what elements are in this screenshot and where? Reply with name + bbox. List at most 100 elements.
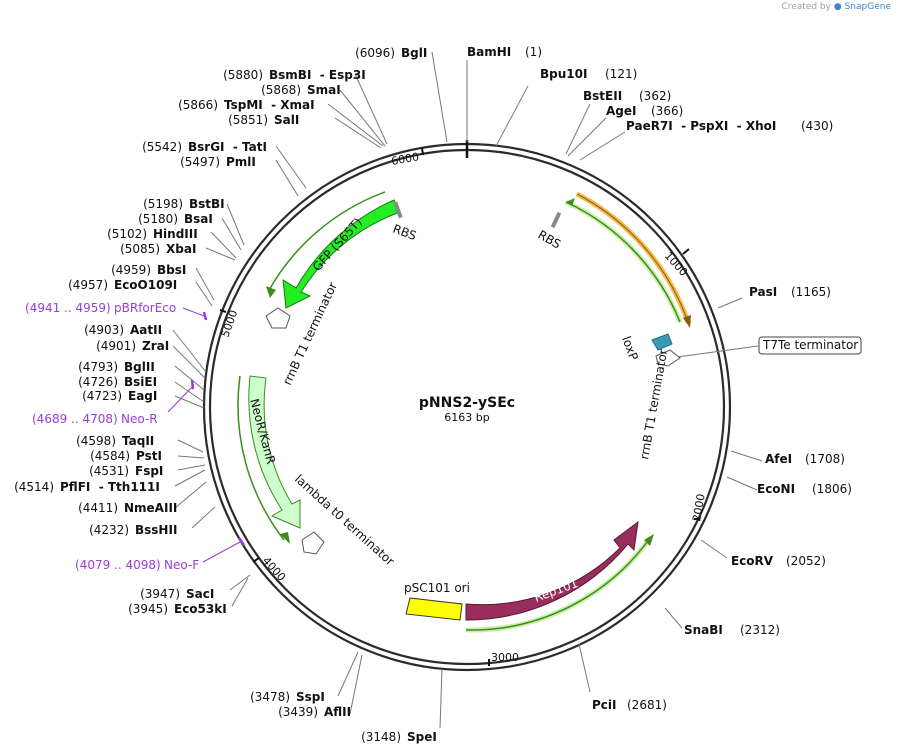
site-position: (5198) <box>143 197 183 211</box>
site-position: (6096) <box>355 46 395 60</box>
site-pflfi[interactable]: (4514) PflFI - Tth111I <box>14 480 160 494</box>
site-ecoo109i[interactable]: (4957) EcoO109I <box>68 278 177 292</box>
site-position: (430) <box>801 119 833 133</box>
site-agei[interactable]: AgeI (366) <box>606 104 683 118</box>
tick-label-6000: 6000 <box>390 150 420 168</box>
site-eco53ki[interactable]: (3945) Eco53kI <box>128 602 227 616</box>
site-name: AfeI <box>765 452 792 466</box>
site-name: AgeI <box>606 104 636 118</box>
site-bsmbi[interactable]: (5880) BsmBI - Esp3I <box>223 68 366 82</box>
site-nmeaiii[interactable]: (4411) NmeAIII <box>78 501 177 515</box>
site-name: BstBI <box>189 197 225 211</box>
site-name: SnaBI <box>684 623 723 637</box>
site-bsteii[interactable]: BstEII (362) <box>583 89 671 103</box>
feature-orange-arc[interactable] <box>575 191 691 328</box>
primer-neo-f[interactable]: (4079 .. 4098) Neo-F <box>75 537 246 572</box>
site-bpu10i[interactable]: Bpu10I (121) <box>540 67 637 81</box>
site-name: AflII <box>324 705 351 719</box>
site-bamhi[interactable]: BamHI (1) <box>467 45 542 59</box>
plasmid-size: 6163 bp <box>444 411 489 424</box>
site-xbai[interactable]: (5085) XbaI <box>120 242 196 256</box>
site-bgli[interactable]: (6096) BglI <box>355 46 427 60</box>
credit-brand: SnapGene <box>844 2 891 12</box>
site-econi[interactable]: EcoNI (1806) <box>757 482 852 496</box>
tick-label-3000: 3000 <box>491 651 519 664</box>
primer-pbrforeco[interactable]: (4941 .. 4959) pBRforEco <box>25 301 208 321</box>
site-name: HindIII <box>153 227 198 241</box>
site-hindiii[interactable]: (5102) HindIII <box>107 227 198 241</box>
tick-6000: 6000 <box>390 147 424 168</box>
feature-rep101[interactable]: Rep101 <box>465 520 639 621</box>
feature-t7te-terminator[interactable]: T7Te terminator <box>669 336 862 359</box>
site-saci[interactable]: (3947) SacI <box>140 587 214 601</box>
gfp-outline-arrowhead <box>266 286 276 298</box>
site-aatii[interactable]: (4903) AatII <box>84 323 162 337</box>
site-position: (4723) <box>82 389 122 403</box>
site-snabi[interactable]: SnaBI (2312) <box>684 623 780 637</box>
site-name: BsmBI - Esp3I <box>269 68 366 82</box>
lambda-label: lambda t0 terminator <box>292 472 397 569</box>
site-bsrgi[interactable]: (5542) BsrGI - TatI <box>142 140 267 154</box>
site-name: PmlI <box>226 155 256 169</box>
site-name: SspI <box>296 690 325 704</box>
site-position: (3478) <box>250 690 290 704</box>
site-name: AatII <box>130 323 162 337</box>
site-position: (3947) <box>140 587 180 601</box>
site-position: (4793) <box>78 360 118 374</box>
site-pasi[interactable]: PasI (1165) <box>749 285 831 299</box>
site-position: (5868) <box>261 83 301 97</box>
feature-right-green-arc[interactable] <box>564 198 683 323</box>
site-name: ZraI <box>142 339 169 353</box>
feature-lambda-terminator[interactable]: lambda t0 terminator <box>292 472 397 569</box>
term-right-label: rrnB T1 terminator <box>637 348 670 460</box>
site-sspi[interactable]: (3478) SspI <box>250 690 325 704</box>
site-position: (4411) <box>78 501 118 515</box>
site-sali[interactable]: (5851) SalI <box>228 113 299 127</box>
site-position: (3439) <box>278 705 318 719</box>
site-bglii[interactable]: (4793) BglII <box>78 360 155 374</box>
feature-psc101-ori[interactable]: pSC101 ori <box>404 581 470 621</box>
site-position: (4584) <box>90 449 130 463</box>
site-paer7i[interactable]: PaeR7I - PspXI - XhoI (430) <box>626 119 833 133</box>
site-bsai[interactable]: (5180) BsaI <box>138 212 213 226</box>
site-pcii[interactable]: PciI (2681) <box>592 698 667 712</box>
feature-terminator-right[interactable]: rrnB T1 terminator <box>637 348 681 461</box>
site-position: (3148) <box>361 730 401 744</box>
site-name: Bpu10I <box>540 67 587 81</box>
site-bsiei[interactable]: (4726) BsiEI <box>78 375 157 389</box>
site-position: (1) <box>525 45 542 59</box>
site-smai[interactable]: (5868) SmaI <box>261 83 341 97</box>
primer-neo-r[interactable]: (4689 .. 4708) Neo-R <box>32 379 195 426</box>
site-zrai[interactable]: (4901) ZraI <box>96 339 169 353</box>
site-tspmi[interactable]: (5866) TspMI - XmaI <box>178 98 314 112</box>
site-fspi[interactable]: (4531) FspI <box>89 464 163 478</box>
site-name: SacI <box>186 587 214 601</box>
site-name: SpeI <box>407 730 437 744</box>
site-ecorv[interactable]: EcoRV (2052) <box>731 554 826 568</box>
site-bbsi[interactable]: (4959) BbsI <box>111 263 186 277</box>
site-eagi[interactable]: (4723) EagI <box>82 389 157 403</box>
t7te-label: T7Te terminator <box>762 338 858 352</box>
site-name: SalI <box>274 113 299 127</box>
site-psti[interactable]: (4584) PstI <box>90 449 162 463</box>
site-position: (5180) <box>138 212 178 226</box>
site-position: (4959) <box>111 263 151 277</box>
site-name: BglII <box>124 360 155 374</box>
primer-name: Neo-R <box>121 412 158 426</box>
neo-outline-arc <box>237 375 285 541</box>
site-position: (4957) <box>68 278 108 292</box>
site-spei[interactable]: (3148) SpeI <box>361 730 437 744</box>
site-taqii[interactable]: (4598) TaqII <box>76 434 154 448</box>
rbs-right[interactable]: RBS <box>536 211 564 252</box>
site-afei[interactable]: AfeI (1708) <box>765 452 845 466</box>
site-position: (4903) <box>84 323 124 337</box>
site-bstbi[interactable]: (5198) BstBI <box>143 197 225 211</box>
primer-name: pBRforEco <box>114 301 176 315</box>
site-aflii[interactable]: (3439) AflII <box>278 705 351 719</box>
tick-label-2000: 2000 <box>690 493 708 523</box>
site-name: PaeR7I - PspXI - XhoI <box>626 119 776 133</box>
feature-gfp[interactable]: GFP (S65T) <box>282 199 401 309</box>
feature-neor-kanr[interactable]: NeoR/KanR <box>247 375 301 529</box>
site-bsshii[interactable]: (4232) BssHII <box>89 523 177 537</box>
site-pmli[interactable]: (5497) PmlI <box>180 155 256 169</box>
